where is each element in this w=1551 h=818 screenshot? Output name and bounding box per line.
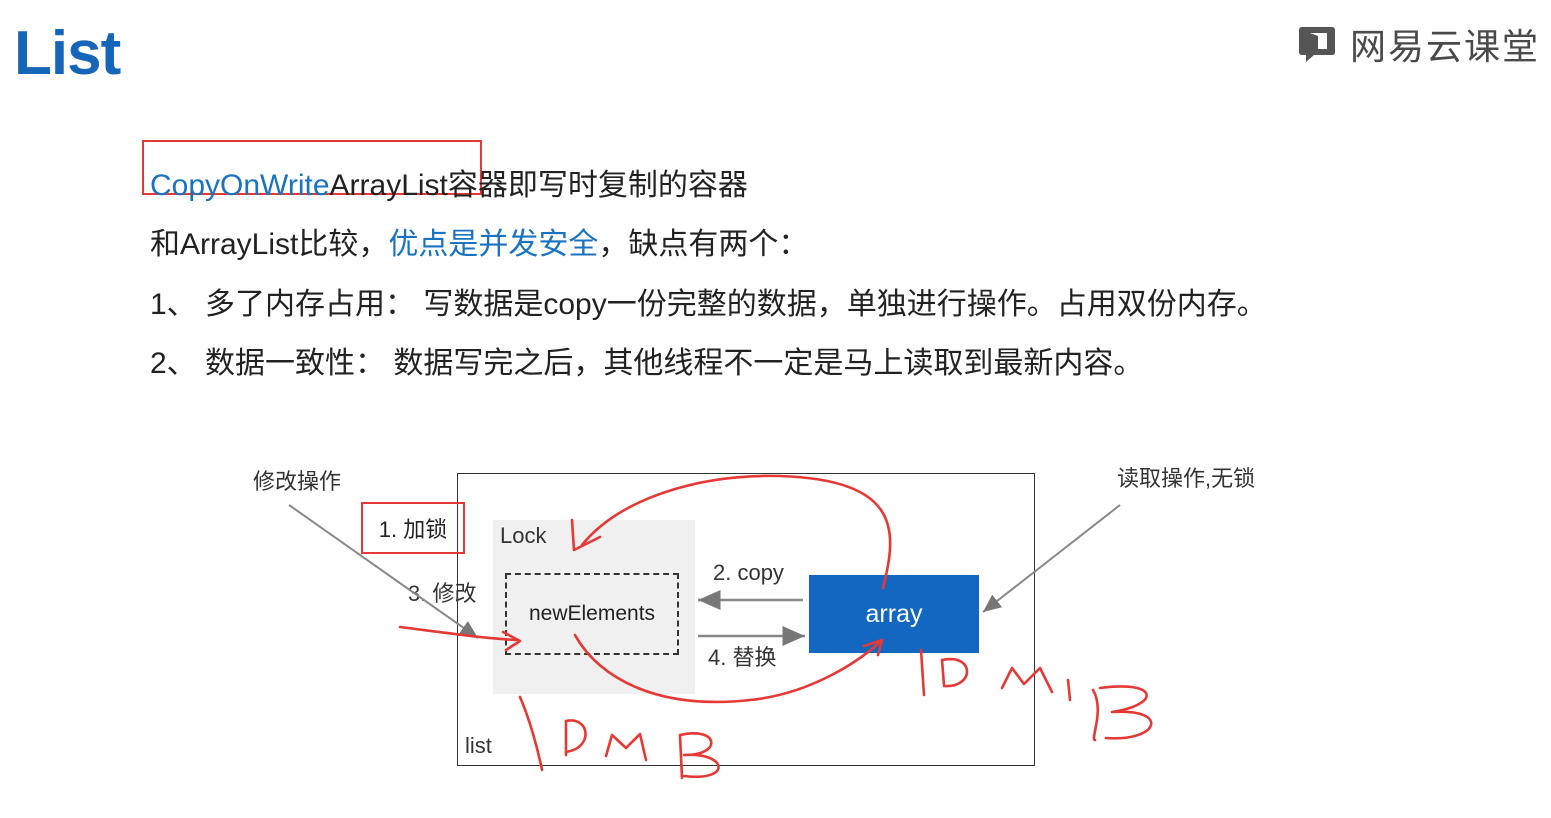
read-operation-label: 读取操作,无锁 xyxy=(1117,466,1256,491)
advantage-text: 优点是并发安全 xyxy=(388,228,599,261)
text-line-4: 2、 数据一致性： 数据写完之后，其他线程不一定是马上读取到最新内容。 xyxy=(150,347,1144,380)
red-annotations xyxy=(398,474,1153,780)
new-elements-box: newElements xyxy=(505,573,679,655)
lock-label: Lock xyxy=(500,523,547,548)
text-line-1: CopyOnWriteArrayList容器即写时复制的容器 xyxy=(150,160,748,204)
logo: 网易云课堂 xyxy=(1296,20,1540,68)
line1-rest: 容器即写时复制的容器 xyxy=(447,169,748,202)
logo-text: 网易云课堂 xyxy=(1350,26,1541,67)
modify-arrow xyxy=(288,504,479,639)
highlight-box-copyonwrite xyxy=(142,140,482,195)
lock-region xyxy=(493,520,695,694)
read-arrow xyxy=(982,504,1121,613)
page-title: List xyxy=(14,19,121,88)
copyonwrite-text: CopyOnWrite xyxy=(150,169,330,202)
replace-step-label: 4. 替换 xyxy=(708,645,777,670)
list-label: list xyxy=(465,733,492,758)
lock-step-box: 1. 加锁 xyxy=(361,502,465,554)
copy-step-label: 2. copy xyxy=(713,560,784,585)
array-box: array xyxy=(809,575,979,653)
text-line-2: 和ArrayList比较，优点是并发安全，缺点有两个： xyxy=(150,219,808,263)
text-line-3: 1、 多了内存占用： 写数据是copy一份完整的数据，单独进行操作。占用双份内存… xyxy=(150,288,1267,321)
line2-prefix: 和ArrayList比较， xyxy=(150,228,389,261)
list-container xyxy=(457,473,1035,766)
arraylist-text: ArrayList xyxy=(329,169,448,202)
book-icon xyxy=(1299,27,1335,62)
line2-suffix: ，缺点有两个： xyxy=(598,228,809,261)
modify-step-label: 3. 修改 xyxy=(408,581,477,606)
modify-operation-label: 修改操作 xyxy=(253,469,342,494)
